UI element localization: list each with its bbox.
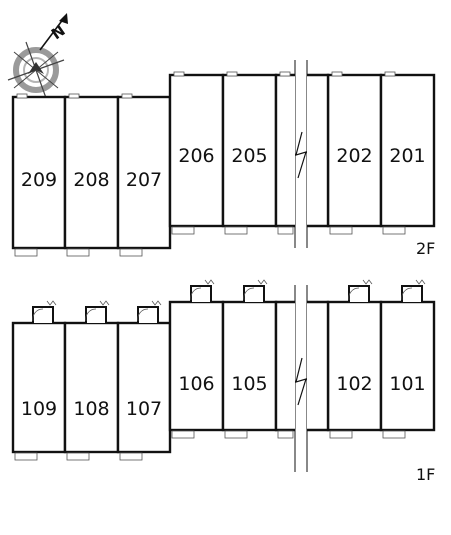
balcony xyxy=(277,430,294,439)
entrance-alcove xyxy=(32,306,54,323)
unit-106: 106 xyxy=(168,279,225,439)
unit-208: 208 xyxy=(63,93,120,257)
balcony xyxy=(382,226,406,235)
fixture-mark xyxy=(415,279,426,285)
balcony xyxy=(224,226,248,235)
unit-number-109: 109 xyxy=(21,398,57,420)
compass-north-label: N xyxy=(48,21,69,43)
balcony xyxy=(119,248,143,257)
unit-number-209: 209 xyxy=(21,169,57,191)
door-swing xyxy=(190,287,202,301)
balcony xyxy=(382,430,406,439)
entrance-alcove xyxy=(348,285,370,302)
unit-partial xyxy=(274,300,295,439)
vent-mark xyxy=(173,71,185,77)
unit-107: 107 xyxy=(116,300,172,461)
unit-wall xyxy=(168,300,225,432)
fixture-mark xyxy=(257,279,268,285)
door-swing xyxy=(85,308,97,322)
unit-number-201: 201 xyxy=(389,145,425,167)
unit-209: 209 xyxy=(11,93,67,257)
building-break-marks xyxy=(294,60,308,472)
unit-number-102: 102 xyxy=(336,373,372,395)
balcony xyxy=(66,452,90,461)
vent-mark xyxy=(226,71,238,77)
balcony xyxy=(171,226,195,235)
unit-number-106: 106 xyxy=(178,373,214,395)
unit-wall xyxy=(116,321,172,454)
unit-number-208: 208 xyxy=(73,169,109,191)
unit-108: 108 xyxy=(63,300,120,461)
unit-101: 101 xyxy=(379,279,436,439)
entrance-alcove xyxy=(243,285,265,302)
balcony xyxy=(329,430,353,439)
door-swing xyxy=(32,308,44,322)
unit-number-207: 207 xyxy=(126,169,162,191)
unit-207: 207 xyxy=(116,93,172,257)
vent-mark xyxy=(384,71,396,77)
unit-109: 109 xyxy=(11,300,67,461)
unit-number-108: 108 xyxy=(73,398,109,420)
balcony xyxy=(329,226,353,235)
unit-wall xyxy=(379,300,436,432)
balcony xyxy=(14,452,38,461)
door-swing xyxy=(401,287,413,301)
floor-label-1f: 1F xyxy=(416,465,435,484)
fixture-mark xyxy=(99,300,110,306)
unit-wall xyxy=(326,300,383,432)
balcony xyxy=(277,226,294,235)
unit-105: 105 xyxy=(221,279,278,439)
unit-206: 206 xyxy=(168,71,225,235)
balcony xyxy=(119,452,143,461)
partial-unit-wall xyxy=(307,73,330,228)
entrance-alcove xyxy=(190,285,212,302)
unit-wall xyxy=(379,73,436,228)
compass-rose-icon: N xyxy=(7,13,69,99)
partial-unit-wall xyxy=(307,300,330,432)
unit-201: 201 xyxy=(379,71,436,235)
unit-wall xyxy=(274,73,295,228)
floor-2f-plan: 209 208 207 206 205 202 201 xyxy=(11,71,436,257)
unit-number-107: 107 xyxy=(126,398,162,420)
unit-number-101: 101 xyxy=(389,373,425,395)
unit-number-205: 205 xyxy=(231,145,267,167)
vent-mark xyxy=(68,93,80,99)
door-swing xyxy=(348,287,360,301)
vent-mark xyxy=(121,93,133,99)
unit-wall xyxy=(11,321,67,454)
unit-wall xyxy=(221,300,278,432)
door-swing xyxy=(137,308,149,322)
unit-202: 202 xyxy=(326,71,383,235)
unit-partial xyxy=(274,71,295,235)
unit-205: 205 xyxy=(221,71,278,235)
unit-number-206: 206 xyxy=(178,145,214,167)
unit-102: 102 xyxy=(326,279,383,439)
vent-mark xyxy=(279,71,291,77)
fixture-mark xyxy=(362,279,373,285)
unit-number-202: 202 xyxy=(336,145,372,167)
door-swing xyxy=(243,287,255,301)
balcony xyxy=(171,430,195,439)
balcony xyxy=(14,248,38,257)
balcony xyxy=(224,430,248,439)
vent-mark xyxy=(331,71,343,77)
entrance-alcove xyxy=(137,306,159,323)
fixture-mark xyxy=(204,279,215,285)
vent-mark xyxy=(16,93,28,99)
fixture-mark xyxy=(151,300,162,306)
unit-wall xyxy=(63,321,120,454)
floor-label-2f: 2F xyxy=(416,239,435,258)
balcony xyxy=(66,248,90,257)
floor-1f-plan: 109 108 107 106 105 102 101 xyxy=(11,279,436,461)
entrance-alcove xyxy=(85,306,107,323)
entrance-alcove xyxy=(401,285,423,302)
fixture-mark xyxy=(46,300,57,306)
unit-wall xyxy=(274,300,295,432)
unit-number-105: 105 xyxy=(231,373,267,395)
